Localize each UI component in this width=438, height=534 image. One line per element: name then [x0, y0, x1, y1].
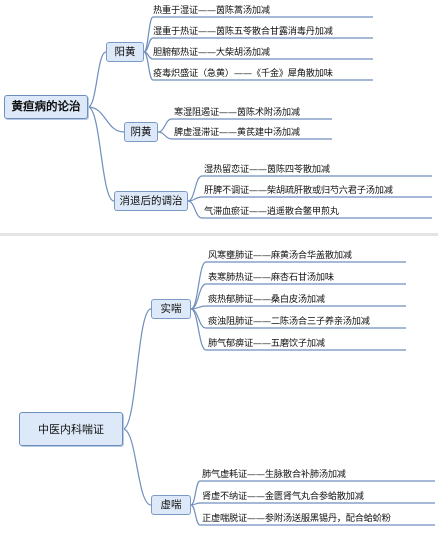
leaf-item: 疫毒炽盛证（急黄）——《千金》犀角散加味 — [153, 68, 333, 79]
leaf-item: 气滞血瘀证——逍遥散合鳖甲煎丸 — [204, 206, 339, 217]
branch-to-leaf-link — [187, 200, 203, 219]
branch-node-yang-jaundice: 阳黄 — [106, 42, 144, 62]
leaf-item: 寒湿阻遏证——茵陈术附汤加减 — [174, 107, 300, 118]
branch-node-yin-jaundice: 阴黄 — [124, 122, 158, 142]
branch-node-aftercare: 消退后的调治 — [114, 191, 188, 211]
root-node-asthma: 中医内科喘证 — [19, 412, 123, 446]
branch-node-excess-asthma: 实喘 — [151, 299, 191, 319]
leaf-item: 热重于湿证——茵陈蒿汤加减 — [153, 5, 270, 16]
leaf-item: 肝脾不调证——柴胡疏肝散或归芍六君子汤加减 — [204, 185, 393, 196]
leaf-item: 痰热郁肺证——桑白皮汤加减 — [208, 294, 325, 305]
section-divider — [0, 233, 438, 236]
root-to-branch-link — [87, 106, 115, 202]
leaf-item: 脾虚湿滞证——黄芪建中汤加减 — [174, 127, 300, 138]
leaf-item: 胆腑郁热证——大柴胡汤加减 — [153, 47, 270, 58]
branch-to-leaf-link — [190, 504, 201, 526]
root-to-branch-link — [87, 51, 107, 108]
branch-to-leaf-link — [190, 480, 201, 506]
root-to-branch-link — [87, 106, 125, 133]
branch-to-leaf-link — [190, 308, 207, 351]
branch-to-leaf-link — [187, 175, 203, 202]
leaf-item: 痰浊阻肺证——二陈汤合三子养亲汤加减 — [208, 316, 370, 327]
leaf-item: 肺气虚耗证——生脉散合补肺汤加减 — [202, 469, 346, 480]
branch-to-leaf-link — [143, 51, 154, 81]
leaf-item: 肺气郁痹证——五磨饮子加减 — [208, 338, 325, 349]
branch-node-deficiency-asthma: 虚喘 — [151, 495, 191, 515]
leaf-item: 肾虚不纳证——金匮肾气丸合参蛤散加减 — [202, 491, 364, 502]
root-to-branch-link — [122, 428, 152, 506]
leaf-item: 湿重于热证——茵陈五苓散合甘露消毒丹加减 — [153, 26, 333, 37]
branch-to-leaf-link — [157, 118, 173, 133]
leaf-item: 湿热留恋证——茵陈四苓散加减 — [204, 164, 330, 175]
branch-to-leaf-link — [157, 131, 173, 140]
branch-to-leaf-link — [187, 196, 203, 202]
leaf-item: 正虚喘脱证——参附汤送服黑锡丹，配合蛤蚧粉 — [202, 513, 391, 524]
leaf-item: 表寒肺热证——麻杏石甘汤加味 — [208, 272, 334, 283]
root-node-jaundice: 黄疸病的论治 — [4, 95, 88, 119]
branch-to-leaf-link — [190, 283, 207, 310]
leaf-item: 风寒壅肺证——麻黄汤合华盖散加减 — [208, 250, 352, 261]
root-to-branch-link — [122, 308, 152, 430]
